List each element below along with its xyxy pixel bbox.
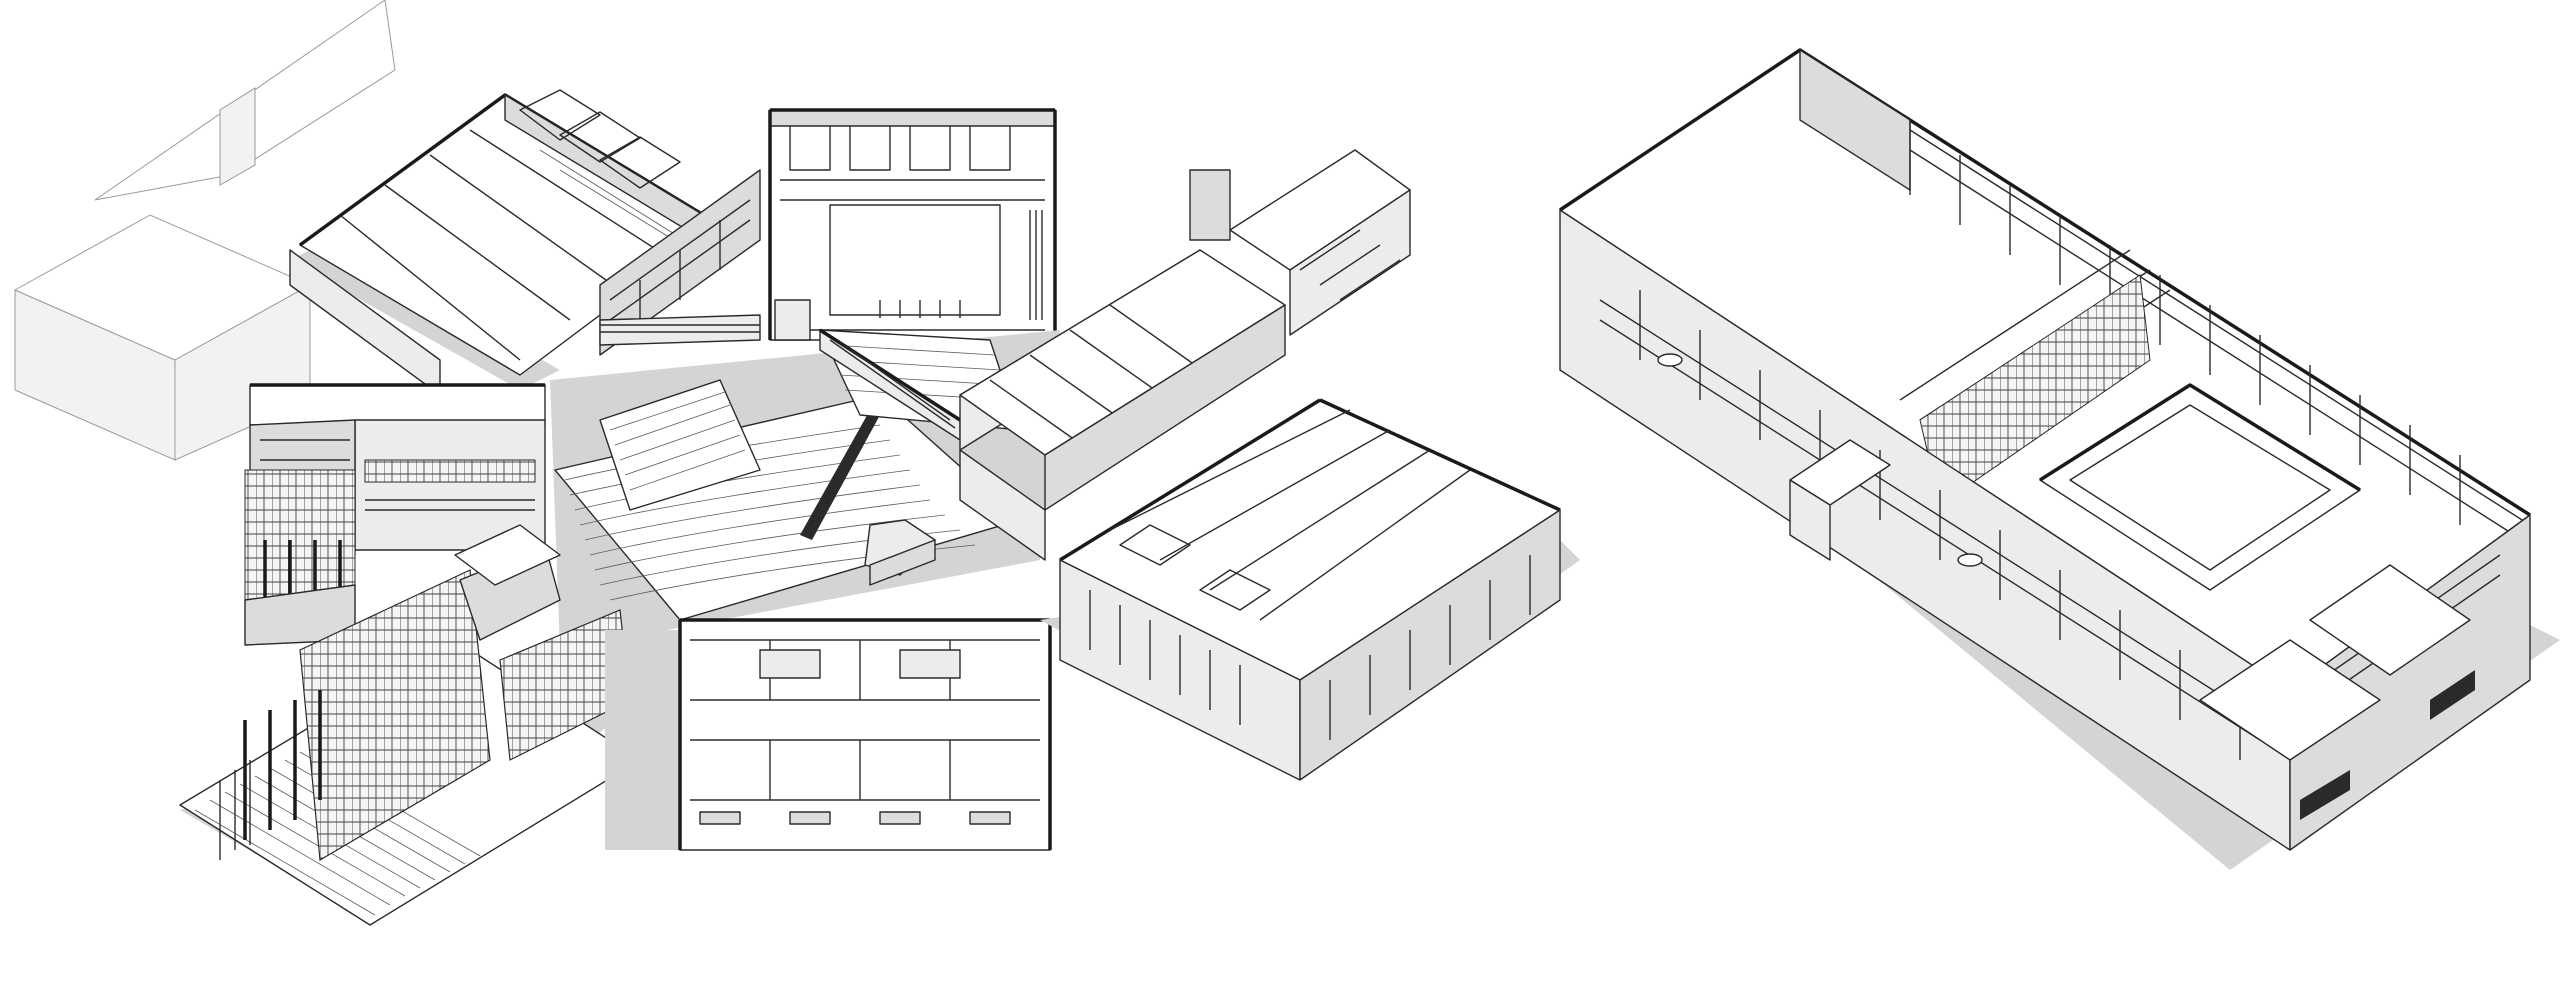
left-middle-block: [244, 383, 546, 646]
lower-left-glazed-pavilion: [179, 524, 641, 926]
courtyard-building: [1559, 48, 2560, 870]
lower-middle-block: [605, 618, 1052, 851]
context-building-ghost: [13, 0, 396, 461]
upper-tower-block: [768, 108, 1057, 341]
upper-left-studio-block: [289, 89, 761, 396]
central-diagonal-block: [959, 149, 1580, 781]
pedestrian-bridge: [599, 314, 961, 441]
